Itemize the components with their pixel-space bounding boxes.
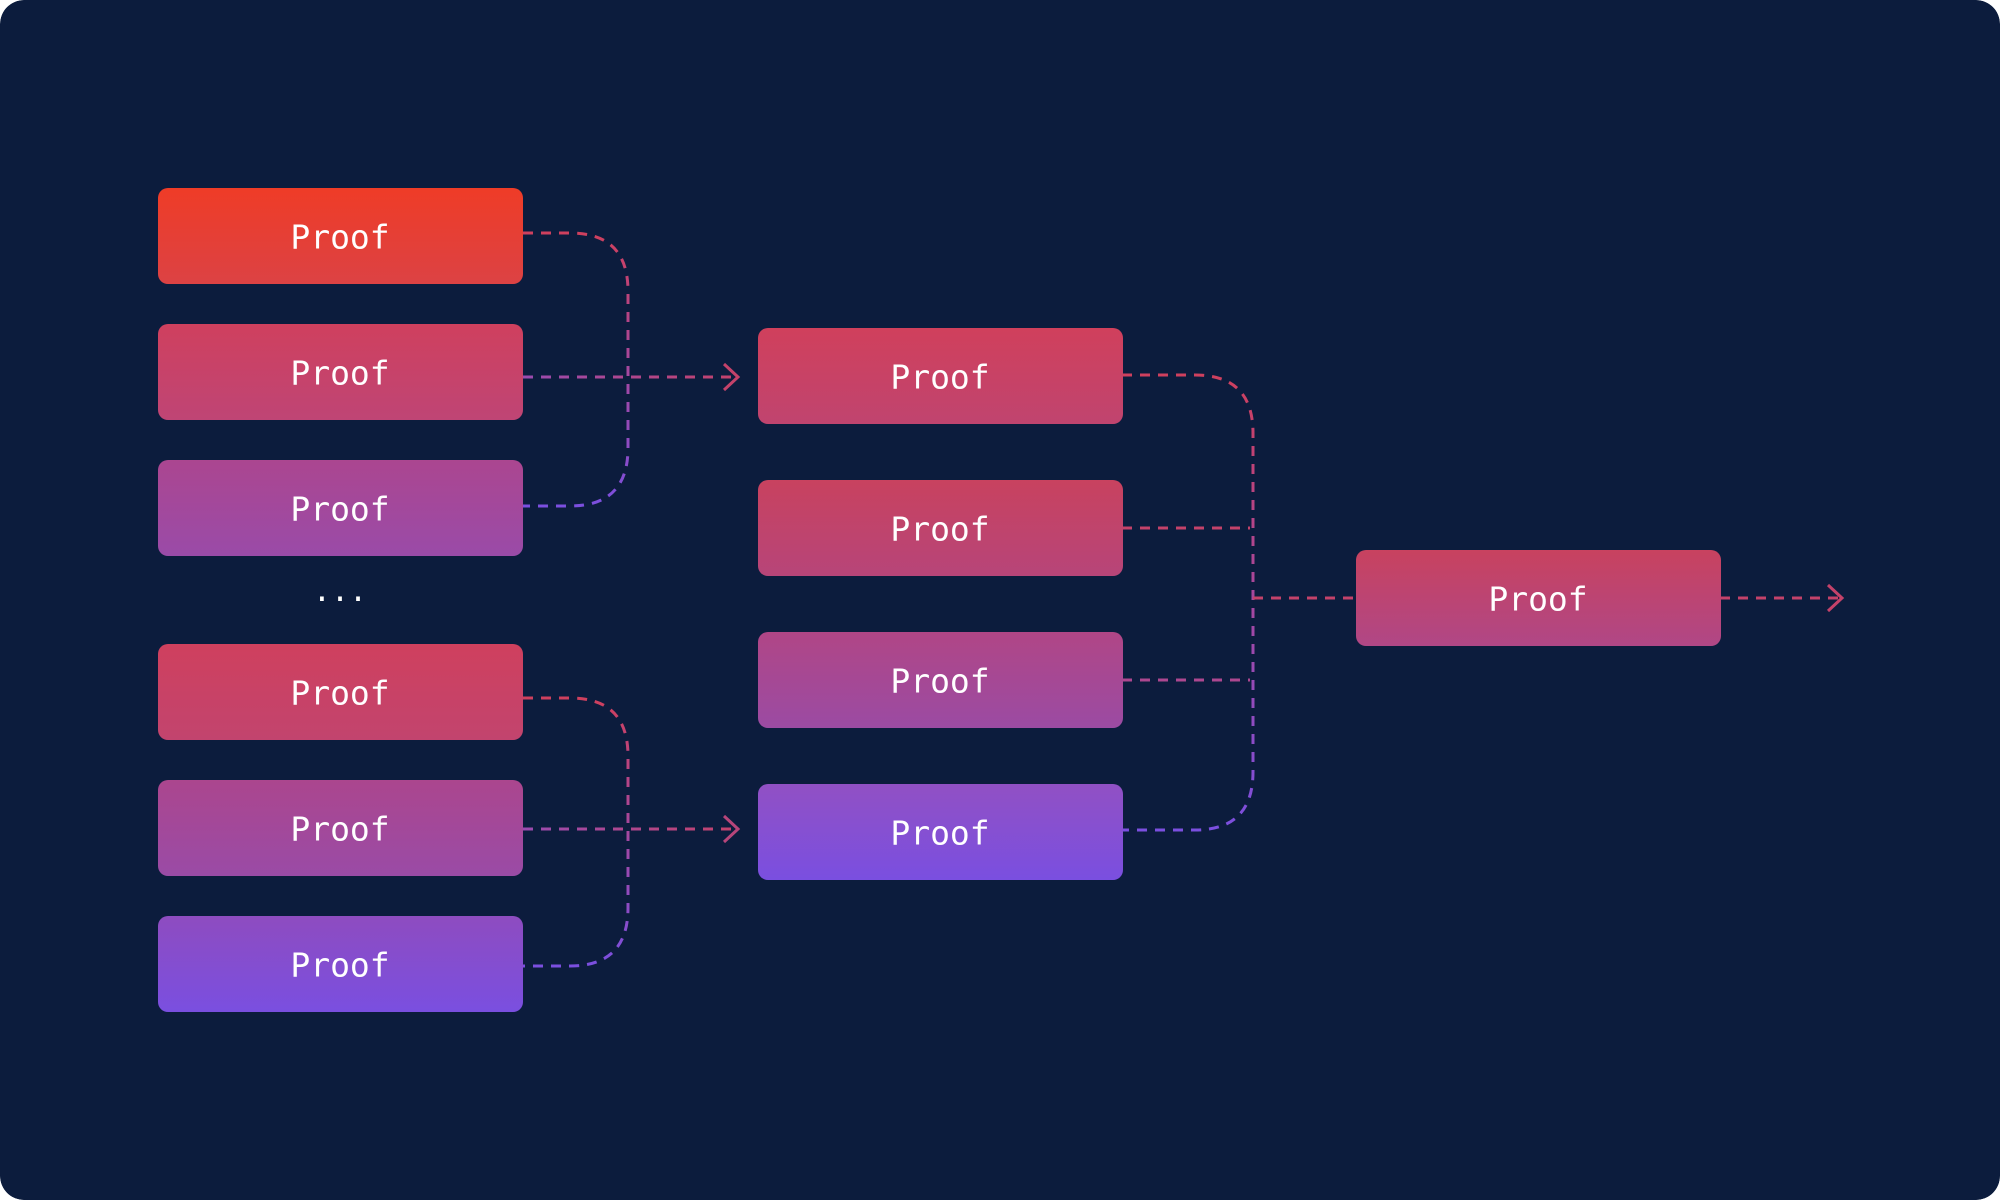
arrow-head-icon [722,362,741,392]
proof-box: Proof [158,780,523,876]
proof-label: Proof [290,946,389,985]
proof-label: Proof [890,510,989,549]
proof-label: Proof [1488,580,1587,619]
proof-box: Proof [158,324,523,420]
proof-label: Proof [290,674,389,713]
arrow-head-icon [1826,583,1845,613]
bracket-connector [523,696,630,968]
proof-box: Proof [758,328,1123,424]
proof-box: Proof [758,632,1123,728]
proof-box: Proof [758,784,1123,880]
ellipsis: ... [313,574,367,609]
proof-label: Proof [290,490,389,529]
arrow-head-icon [722,814,741,844]
proof-label: Proof [290,810,389,849]
proof-label: Proof [290,218,389,257]
proof-box: Proof [158,916,523,1012]
proof-box: Proof [158,460,523,556]
connector-group-final [1122,373,1845,832]
proof-label: Proof [290,354,389,393]
bracket-connector [523,231,630,508]
proof-box: Proof [758,480,1123,576]
proof-box: Proof [158,188,523,284]
proof-label: Proof [890,358,989,397]
proof-label: Proof [890,662,989,701]
connector-group-top [523,231,741,508]
proof-box: Proof [158,644,523,740]
bracket-connector [1122,373,1255,832]
proof-label: Proof [890,814,989,853]
connector-group-bottom [523,696,741,968]
final-proof-box: Proof [1356,550,1721,646]
